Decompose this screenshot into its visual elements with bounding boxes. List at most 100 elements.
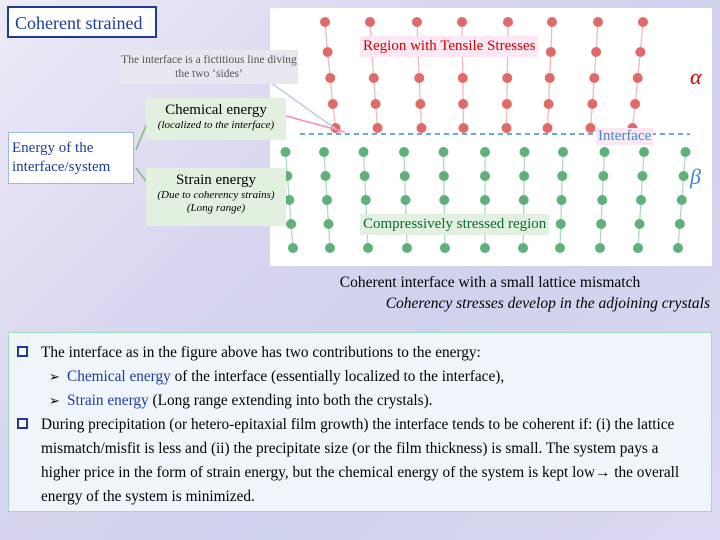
lattice-atom [639,147,649,157]
lattice-atom [635,47,646,57]
lattice-atom [544,73,555,83]
figure-caption-1: Coherent interface with a small lattice … [339,274,641,291]
lattice-atom [412,17,422,27]
explanation-panel: The interface as in the figure above has… [8,332,712,512]
sub-bullet-strain-text: (Long range extending into both the crys… [148,392,433,409]
lattice-atom [555,243,565,253]
lattice-atom [323,219,334,229]
lattice-atom [480,147,490,157]
lattice-atom [637,171,648,181]
lattice-atom [547,17,557,27]
lattice-atom [555,219,566,229]
interface-note: The interface is a fictitious line divin… [120,50,298,84]
lattice-atom [399,171,410,181]
lattice-atom [363,243,373,253]
bullet-2: During precipitation (or hetero-epitaxia… [17,413,699,509]
lattice-atom [673,243,683,253]
lattice-atom [557,171,568,181]
strain-energy-sub1: (Due to coherency strains) [157,189,275,201]
lattice-atom [556,195,567,205]
chemical-energy-term: Chemical energy [67,368,171,385]
beta-phase-label: β [690,164,701,189]
arrow-bullet-icon: ➢ [49,369,60,384]
bullet-1: The interface as in the figure above has… [17,341,699,365]
lattice-atom [438,171,449,181]
lattice-bond [324,21,329,53]
lattice-atom [286,219,297,229]
lattice-atom [480,243,490,253]
lattice-atom [678,171,689,181]
lattice-atom [680,147,691,157]
lattice-atom [458,123,469,133]
lattice-atom [322,195,332,205]
lattice-atom [501,99,512,109]
figure-caption-2: Coherency stresses develop in the adjoin… [385,295,710,312]
lattice-atom [542,123,553,133]
lattice-atom [545,47,556,57]
compressive-region-label: Compressively stressed region [360,214,550,235]
alpha-phase-label: α [690,64,702,89]
chemical-energy-box: Chemical energy (localized to the interf… [146,98,286,140]
lattice-atom [519,171,530,181]
strain-energy-term: Strain energy [67,392,149,409]
energy-of-interface-box: Energy of the interface/system [8,132,134,184]
lattice-atom [598,171,609,181]
lattice-atom [325,243,335,253]
lattice-atom [634,219,645,229]
sub-bullet-chemical: ➢ Chemical energy of the interface (esse… [17,365,699,389]
lattice-atom [518,243,528,253]
checkbox-bullet-icon [17,418,28,429]
lattice-atom [585,123,596,133]
lattice-atom [519,147,530,157]
lattice-atom [543,99,554,109]
lattice-atom [416,123,427,133]
lattice-atom [439,195,450,205]
strain-energy-label: Strain energy [175,172,257,188]
lattice-atom [558,147,568,157]
tensile-region-label: Region with Tensile Stresses [360,36,539,57]
lattice-atom [633,243,643,253]
lattice-atom [360,195,371,205]
lattice-atom [503,17,513,27]
lattice-atom [440,243,450,253]
lattice-atom [674,219,685,229]
lattice-atom [365,17,375,27]
lattice-atom [370,99,381,109]
checkbox-bullet-icon [17,346,28,357]
lattice-atom [596,219,607,229]
lattice-atom [438,147,449,157]
arrow-bullet-icon: ➢ [49,393,60,408]
lattice-atom [589,73,600,83]
lattice-bond [550,21,553,53]
lattice-bond [639,21,644,53]
lattice-atom [458,99,469,109]
lattice-atom [599,147,610,157]
slide-title: Coherent strained [7,6,157,38]
lattice-atom [288,243,298,253]
lattice-atom [402,243,412,253]
bullet-1-text: The interface as in the figure above has… [41,344,481,361]
lattice-atom [457,73,468,83]
lattice-atom [358,147,369,157]
lattice-atom [325,73,336,83]
interface-label: Interface [596,128,654,145]
lattice-atom [368,73,379,83]
lattice-atom [595,243,605,253]
sub-bullet-chemical-text: of the interface (essentially localized … [170,368,505,385]
lattice-atom [636,195,646,205]
lattice-bond [595,21,599,53]
lattice-atom [280,147,291,157]
chemical-energy-sub: (localized to the interface) [157,119,275,131]
lattice-atom [676,195,687,205]
lattice-atom [630,99,641,109]
lattice-atom [414,73,425,83]
lattice-atom [400,195,411,205]
lattice-atom [320,17,330,27]
lattice-atom [457,17,467,27]
lattice-atom [327,99,338,109]
lattice-atom [415,99,426,109]
lattice-atom [480,171,490,181]
lattice-atom [632,73,643,83]
lattice-atom [593,17,603,27]
lattice-atom [399,147,409,157]
